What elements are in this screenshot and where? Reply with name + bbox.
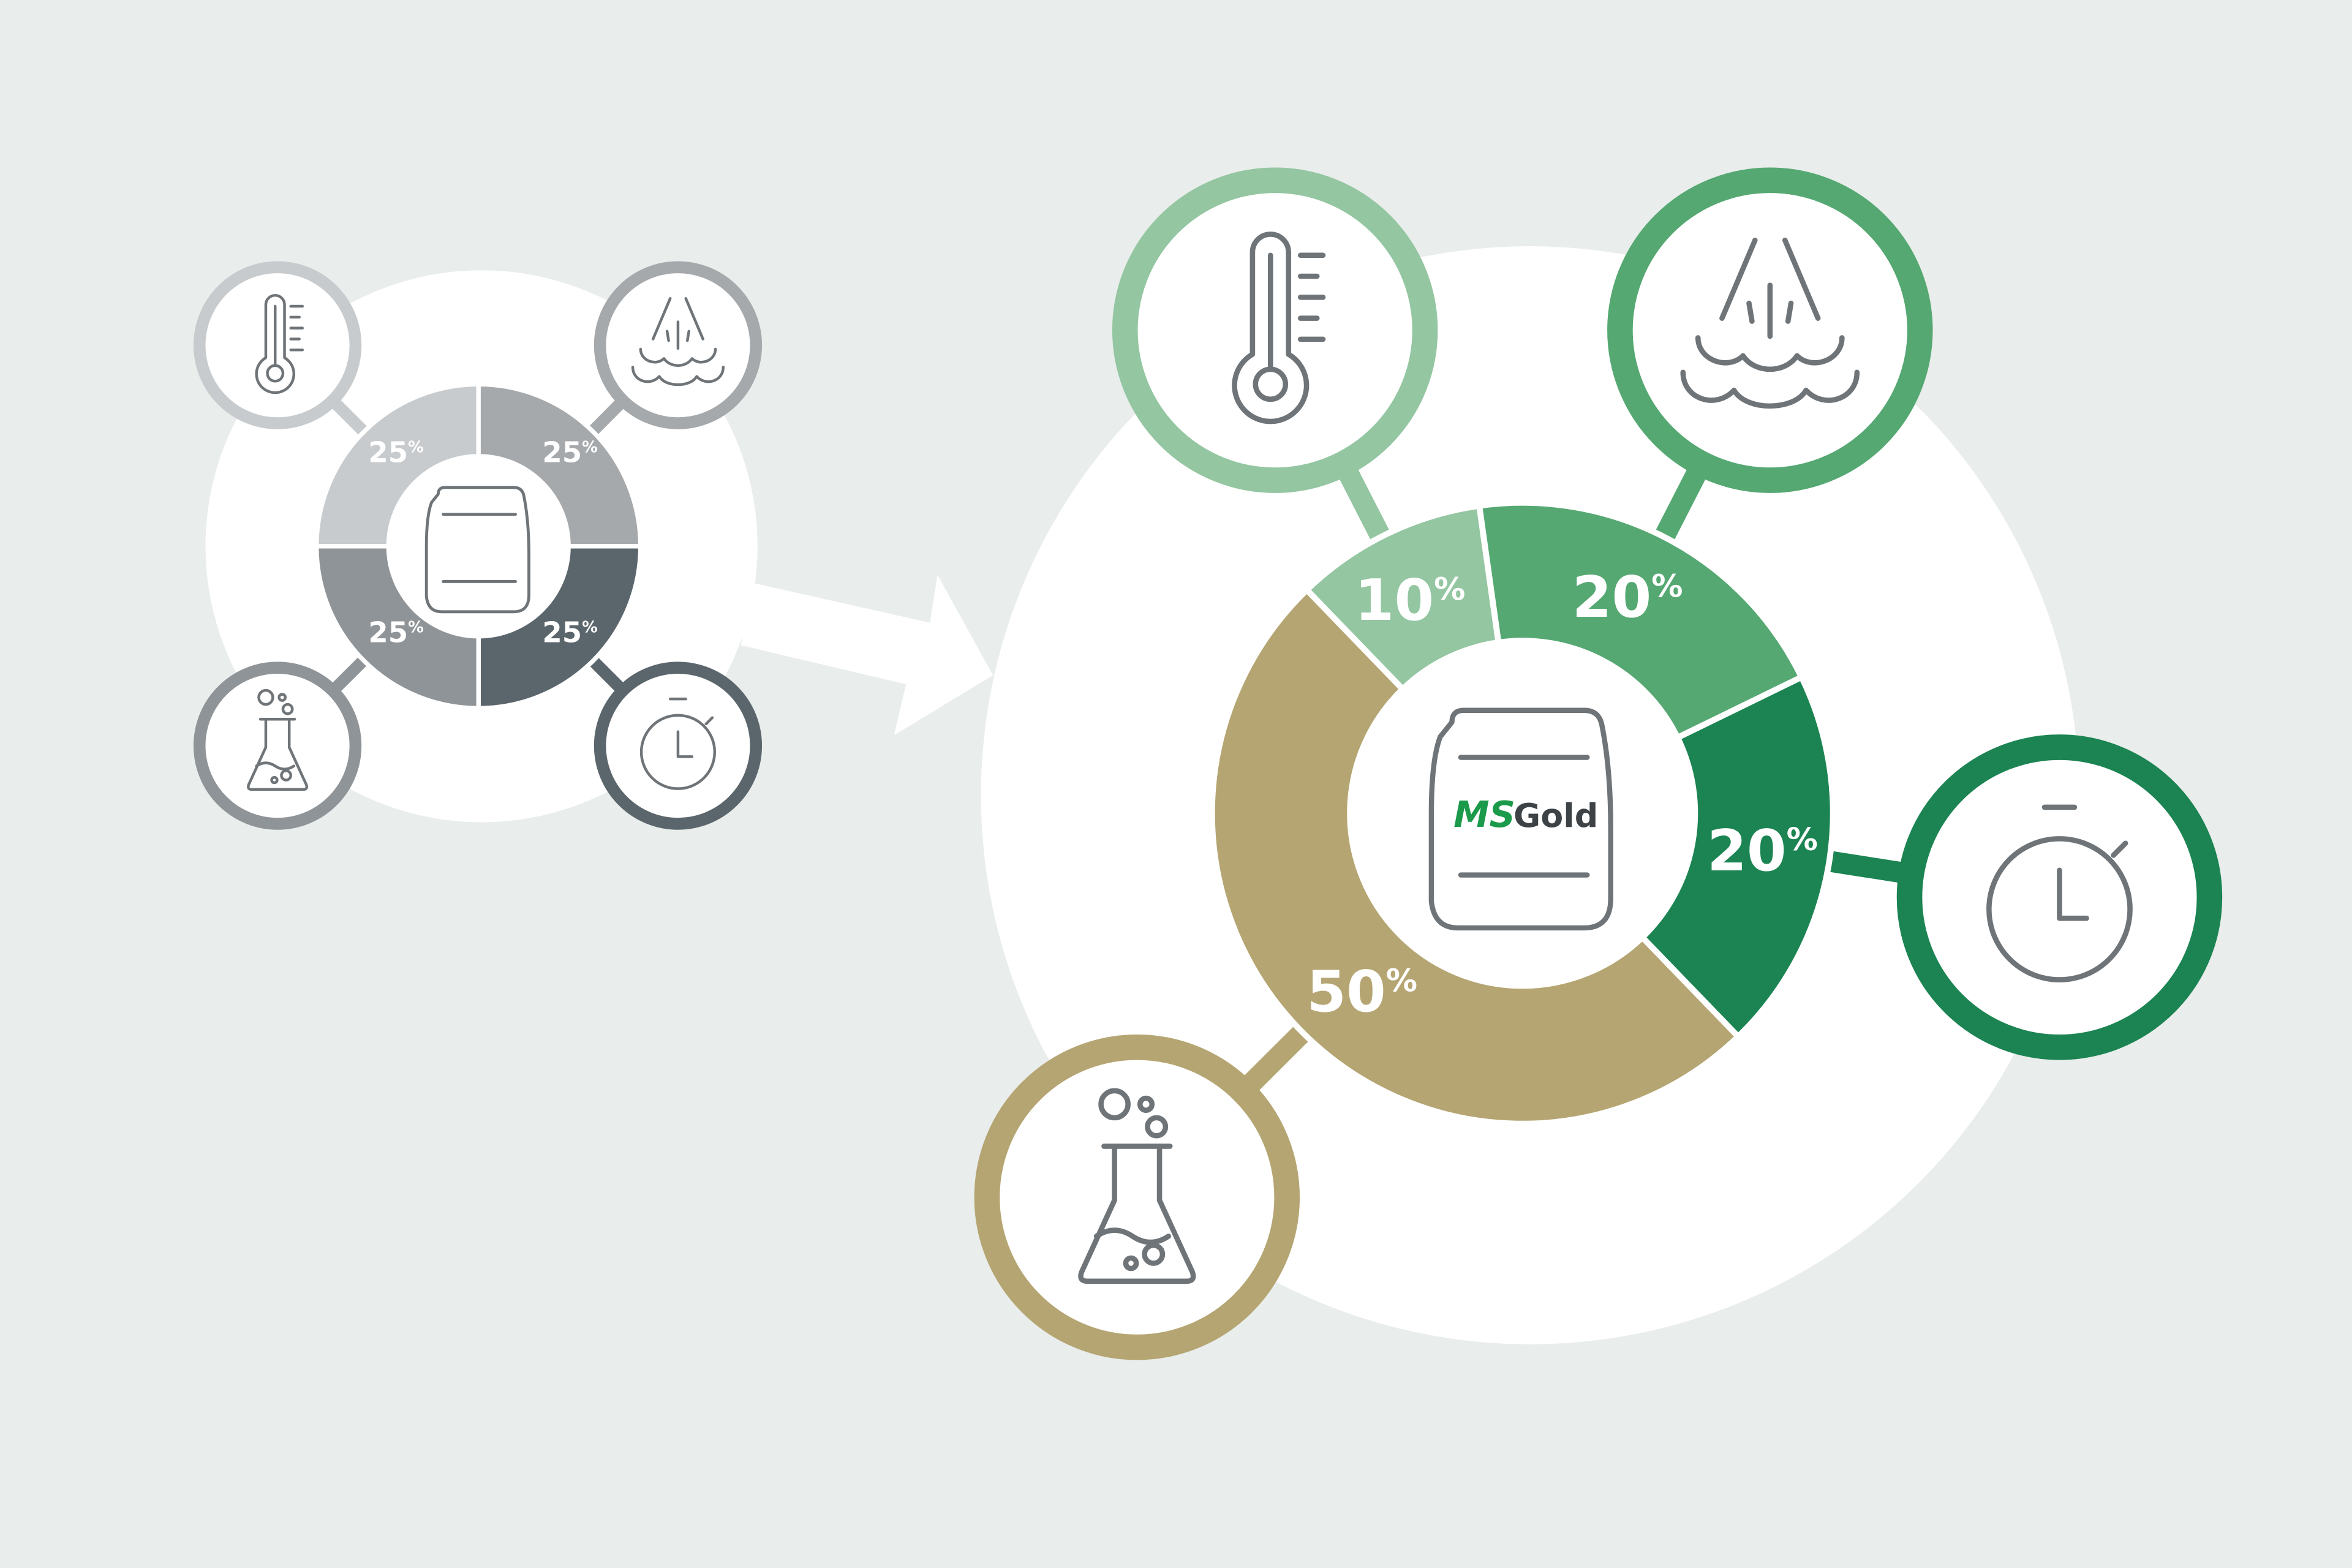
percent-value: 25 xyxy=(542,616,582,649)
donut-segment-time xyxy=(1638,673,1836,1041)
donut-segment-mechanics xyxy=(476,382,643,549)
percent-value: 10 xyxy=(1355,567,1434,633)
percent-label-temperature: 25% xyxy=(368,436,423,469)
factor-ring xyxy=(193,662,362,830)
percent-value: 50 xyxy=(1306,959,1385,1025)
percent-unit: % xyxy=(1787,821,1818,858)
factor-ring xyxy=(1112,167,1438,493)
percent-label-temperature: 10% xyxy=(1355,567,1466,633)
percent-label-time: 25% xyxy=(542,616,597,649)
logo-ms: MS xyxy=(1453,793,1515,835)
factor-circle-mechanics xyxy=(1607,167,1933,493)
percent-unit: % xyxy=(1434,571,1465,608)
factor-circle-time xyxy=(594,662,763,830)
percent-unit: % xyxy=(408,438,424,456)
percent-value: 25 xyxy=(368,616,408,649)
percent-unit: % xyxy=(408,618,424,636)
factor-circle-time xyxy=(1896,734,2223,1060)
percent-unit: % xyxy=(582,438,598,456)
percent-label-chemistry: 25% xyxy=(368,616,423,649)
percent-value: 20 xyxy=(1707,818,1786,884)
percent-label-mechanics: 25% xyxy=(542,436,597,469)
donut-segment-temperature xyxy=(314,382,481,549)
donut-segment-time xyxy=(476,544,643,711)
factor-circle-chemistry xyxy=(193,662,362,830)
donut-segment-chemistry xyxy=(314,544,481,711)
percent-unit: % xyxy=(582,618,598,636)
percent-unit: % xyxy=(1386,962,1417,999)
percent-unit: % xyxy=(1651,568,1683,605)
factor-circle-temperature xyxy=(1112,167,1438,493)
percent-value: 25 xyxy=(542,436,582,469)
msgold-jerrycan: MS Gold xyxy=(1431,710,1611,928)
factor-circle-temperature xyxy=(193,261,362,429)
factor-ring xyxy=(193,261,362,429)
factor-circle-chemistry xyxy=(974,1034,1300,1360)
percent-label-chemistry: 50% xyxy=(1306,959,1417,1025)
factor-ring xyxy=(974,1034,1300,1360)
arrow-icon xyxy=(741,575,993,736)
factor-circle-mechanics xyxy=(594,261,763,429)
donut-segment-chemistry xyxy=(1212,590,1738,1124)
percent-label-time: 20% xyxy=(1707,818,1818,884)
percent-value: 25 xyxy=(368,436,408,469)
percent-label-mechanics: 20% xyxy=(1572,564,1683,630)
logo-gold: Gold xyxy=(1513,796,1598,835)
percent-value: 20 xyxy=(1572,564,1651,630)
